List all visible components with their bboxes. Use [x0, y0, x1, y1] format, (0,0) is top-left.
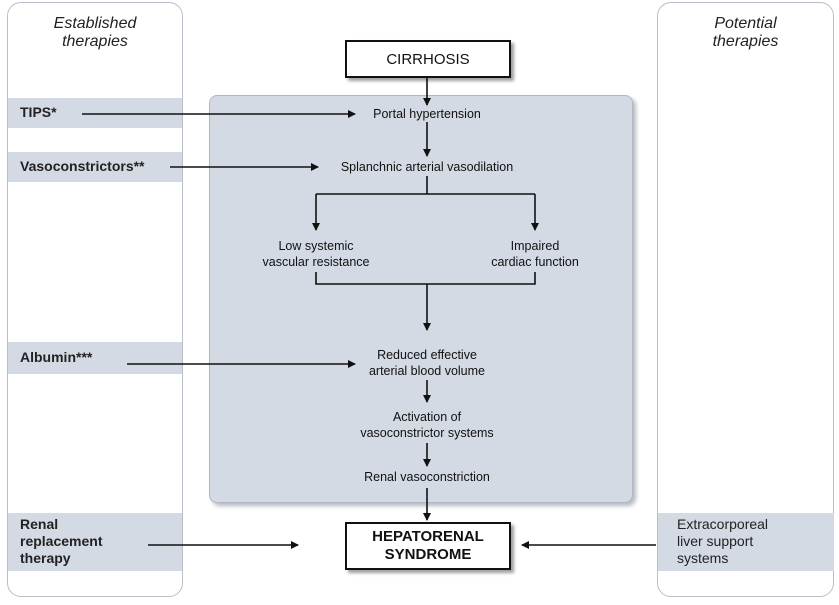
vasoconstrictors-label: Vasoconstrictors**: [20, 158, 145, 174]
merge-connector: [315, 272, 536, 285]
renal-vasoconstriction-node: Renal vasoconstriction: [364, 470, 490, 484]
potential-therapies-column: Potential therapies: [657, 2, 834, 597]
potential-therapies-title: Potential therapies: [712, 15, 779, 50]
portal-hypertension-node: Portal hypertension: [373, 107, 481, 121]
tips-bar: TIPS*: [8, 98, 182, 128]
low-systemic-resistance-node: Low systemic vascular resistance: [262, 239, 370, 269]
hepatorenal-syndrome-box: HEPATORENAL SYNDROME: [345, 522, 511, 570]
reduced-blood-volume-node: Reduced effective arterial blood volume: [368, 348, 486, 378]
pathophysiology-panel: [209, 95, 633, 503]
splanchnic-vasodilation-node: Splanchnic arterial vasodilation: [340, 160, 514, 174]
cirrhosis-box: CIRRHOSIS: [345, 40, 511, 78]
impaired-cardiac-function-node: Impaired cardiac function: [491, 239, 579, 269]
albumin-label: Albumin***: [20, 349, 93, 365]
renal-replacement-label: Renal replacement therapy: [20, 516, 103, 566]
established-therapies-title: Established therapies: [53, 15, 137, 50]
renal-replacement-bar: Renal replacement therapy: [8, 513, 182, 571]
albumin-bar: Albumin***: [8, 342, 182, 374]
vasoconstrictors-bar: Vasoconstrictors**: [8, 152, 182, 182]
vasoconstrictor-activation-node: Activation of vasoconstrictor systems: [360, 410, 494, 440]
liver-support-bar: Extracorporeal liver support systems: [658, 513, 834, 571]
liver-support-label: Extracorporeal liver support systems: [677, 516, 769, 566]
tips-label: TIPS*: [20, 104, 57, 120]
